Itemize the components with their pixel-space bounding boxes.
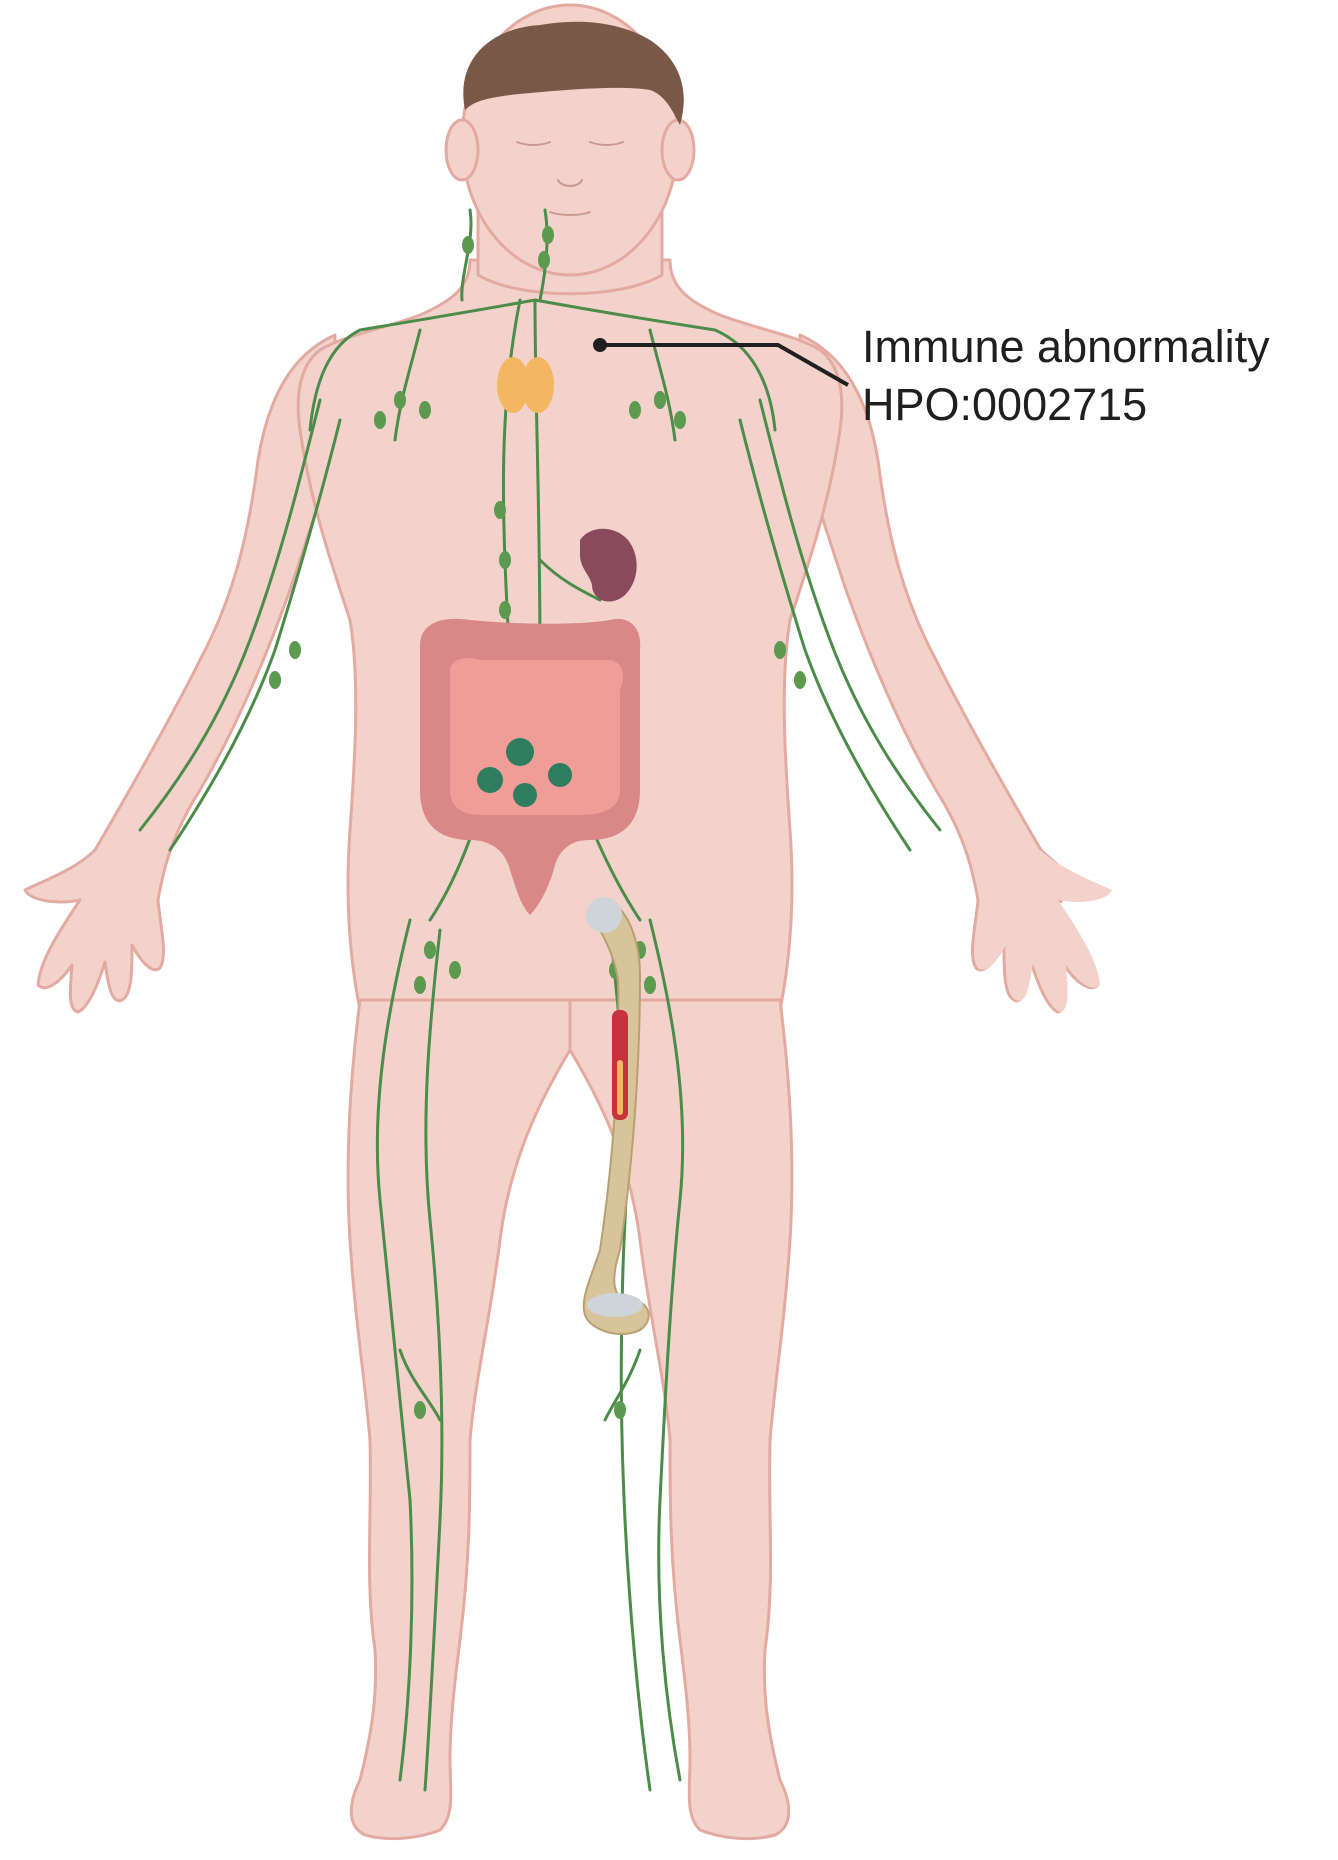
spleen-icon: [580, 528, 637, 602]
annotation-code: HPO:0002715: [862, 379, 1147, 430]
leader-line: [600, 343, 849, 387]
intestine-icon: [420, 618, 641, 915]
face: [516, 141, 624, 216]
lymph-nodes: [269, 226, 806, 1419]
human-body-figure: [23, 3, 1112, 1841]
annotation-title: Immune abnormality: [862, 321, 1270, 372]
lymphatic-system: [138, 208, 942, 1792]
hair: [463, 21, 684, 125]
femur-bone-icon: [582, 897, 650, 1335]
annotation-callout: Immune abnormality HPO:0002715: [593, 321, 1270, 430]
thymus-icon: [497, 357, 554, 413]
